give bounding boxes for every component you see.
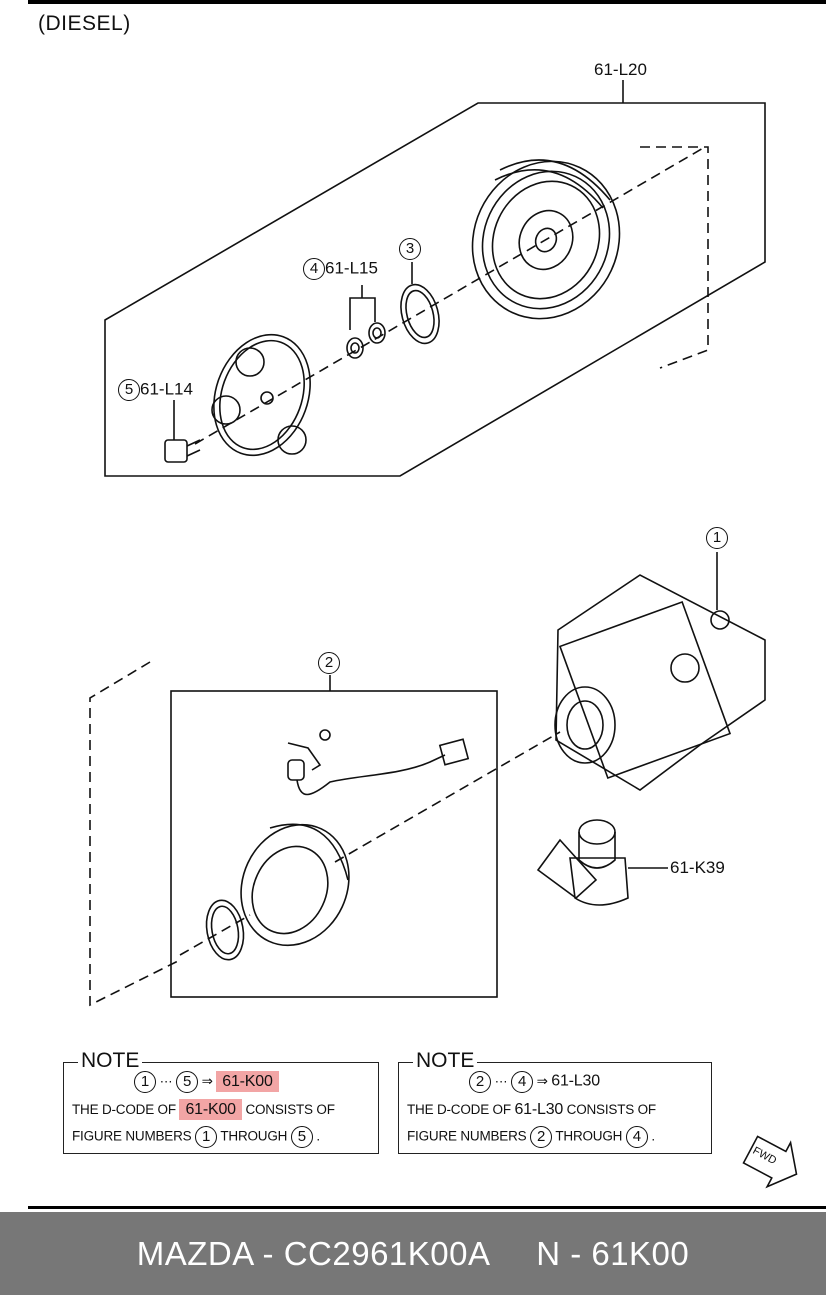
top-rule (28, 0, 826, 4)
lower-dash-box (89, 661, 181, 1007)
note-title: NOTE (78, 1049, 143, 1073)
note-line-2: THE D-CODE OF 61-K00 CONSISTS OF (72, 1099, 335, 1120)
note-line-3: FIGURE NUMBERS 2 THROUGH 4 . (407, 1126, 655, 1148)
d-code: 61-L30 (514, 1101, 564, 1118)
bolt-part (164, 439, 201, 463)
coil-callout: 2 (318, 652, 340, 674)
pulley-part-label: 61-L20 (594, 60, 647, 79)
note-range: 1 ··· 5 ⇒ 61-K00 (134, 1070, 279, 1093)
note-box-1: NOTE 1 ··· 5 ⇒ 61-K00 THE D-CODE OF 61-K… (63, 1049, 379, 1154)
upper-panel-frame (104, 102, 766, 477)
footer-part-number: MAZDA - CC2961K00A (136, 1235, 491, 1272)
snap-ring-callout: 3 (399, 238, 421, 260)
shim-part-label: 61-L15 (325, 258, 378, 278)
armature-plate-part (211, 333, 311, 457)
snap-ring-part (400, 283, 440, 345)
pressure-switch-part (536, 819, 629, 906)
bolt-number-badge: 5 (118, 379, 140, 401)
range-to-badge: 4 (511, 1071, 534, 1093)
upper-axis (194, 146, 706, 445)
d-code-highlighted: 61-K00 (216, 1070, 279, 1092)
arrow-icon: ⇒ (201, 1073, 213, 1089)
note-line-2: THE D-CODE OF 61-L30 CONSISTS OF (407, 1101, 656, 1118)
shim-number-badge: 4 (303, 258, 325, 280)
coil-panel-frame (170, 690, 498, 998)
d-code-highlighted: 61-K00 (179, 1099, 242, 1120)
compressor-part (554, 574, 766, 791)
switch-part-label: 61-K39 (670, 858, 725, 877)
compressor-callout: 1 (706, 527, 728, 549)
compressor-number-badge: 1 (706, 527, 728, 549)
field-coil-part (240, 823, 350, 947)
shim-parts (346, 322, 386, 359)
coil-snap-ring-part (205, 899, 245, 961)
bottom-rule (28, 1206, 826, 1209)
range-to-badge: 5 (176, 1071, 199, 1093)
footer-d-code: N - 61K00 (536, 1235, 690, 1272)
arrow-icon: ⇒ (536, 1073, 548, 1089)
pulley-part (471, 159, 621, 320)
footer-banner: MAZDA - CC2961K00A N - 61K00 (0, 1212, 826, 1295)
range-from-badge: 2 (469, 1071, 491, 1093)
upper-dash-box (640, 146, 709, 369)
note-title: NOTE (413, 1049, 478, 1073)
note-range: 2 ··· 4 ⇒ 61-L30 (469, 1071, 600, 1093)
coil-number-badge: 2 (318, 652, 340, 674)
bolt-part-label: 61-L14 (140, 379, 193, 399)
section-label: (DIESEL) (38, 12, 131, 35)
fwd-arrow-icon (742, 1135, 798, 1189)
d-code: 61-L30 (551, 1072, 600, 1090)
note-box-2: NOTE 2 ··· 4 ⇒ 61-L30 THE D-CODE OF 61-L… (398, 1049, 712, 1154)
snap-ring-number-badge: 3 (399, 238, 421, 260)
harness-wire (296, 754, 446, 796)
note-line-3: FIGURE NUMBERS 1 THROUGH 5 . (72, 1126, 320, 1148)
range-from-badge: 1 (134, 1071, 156, 1093)
